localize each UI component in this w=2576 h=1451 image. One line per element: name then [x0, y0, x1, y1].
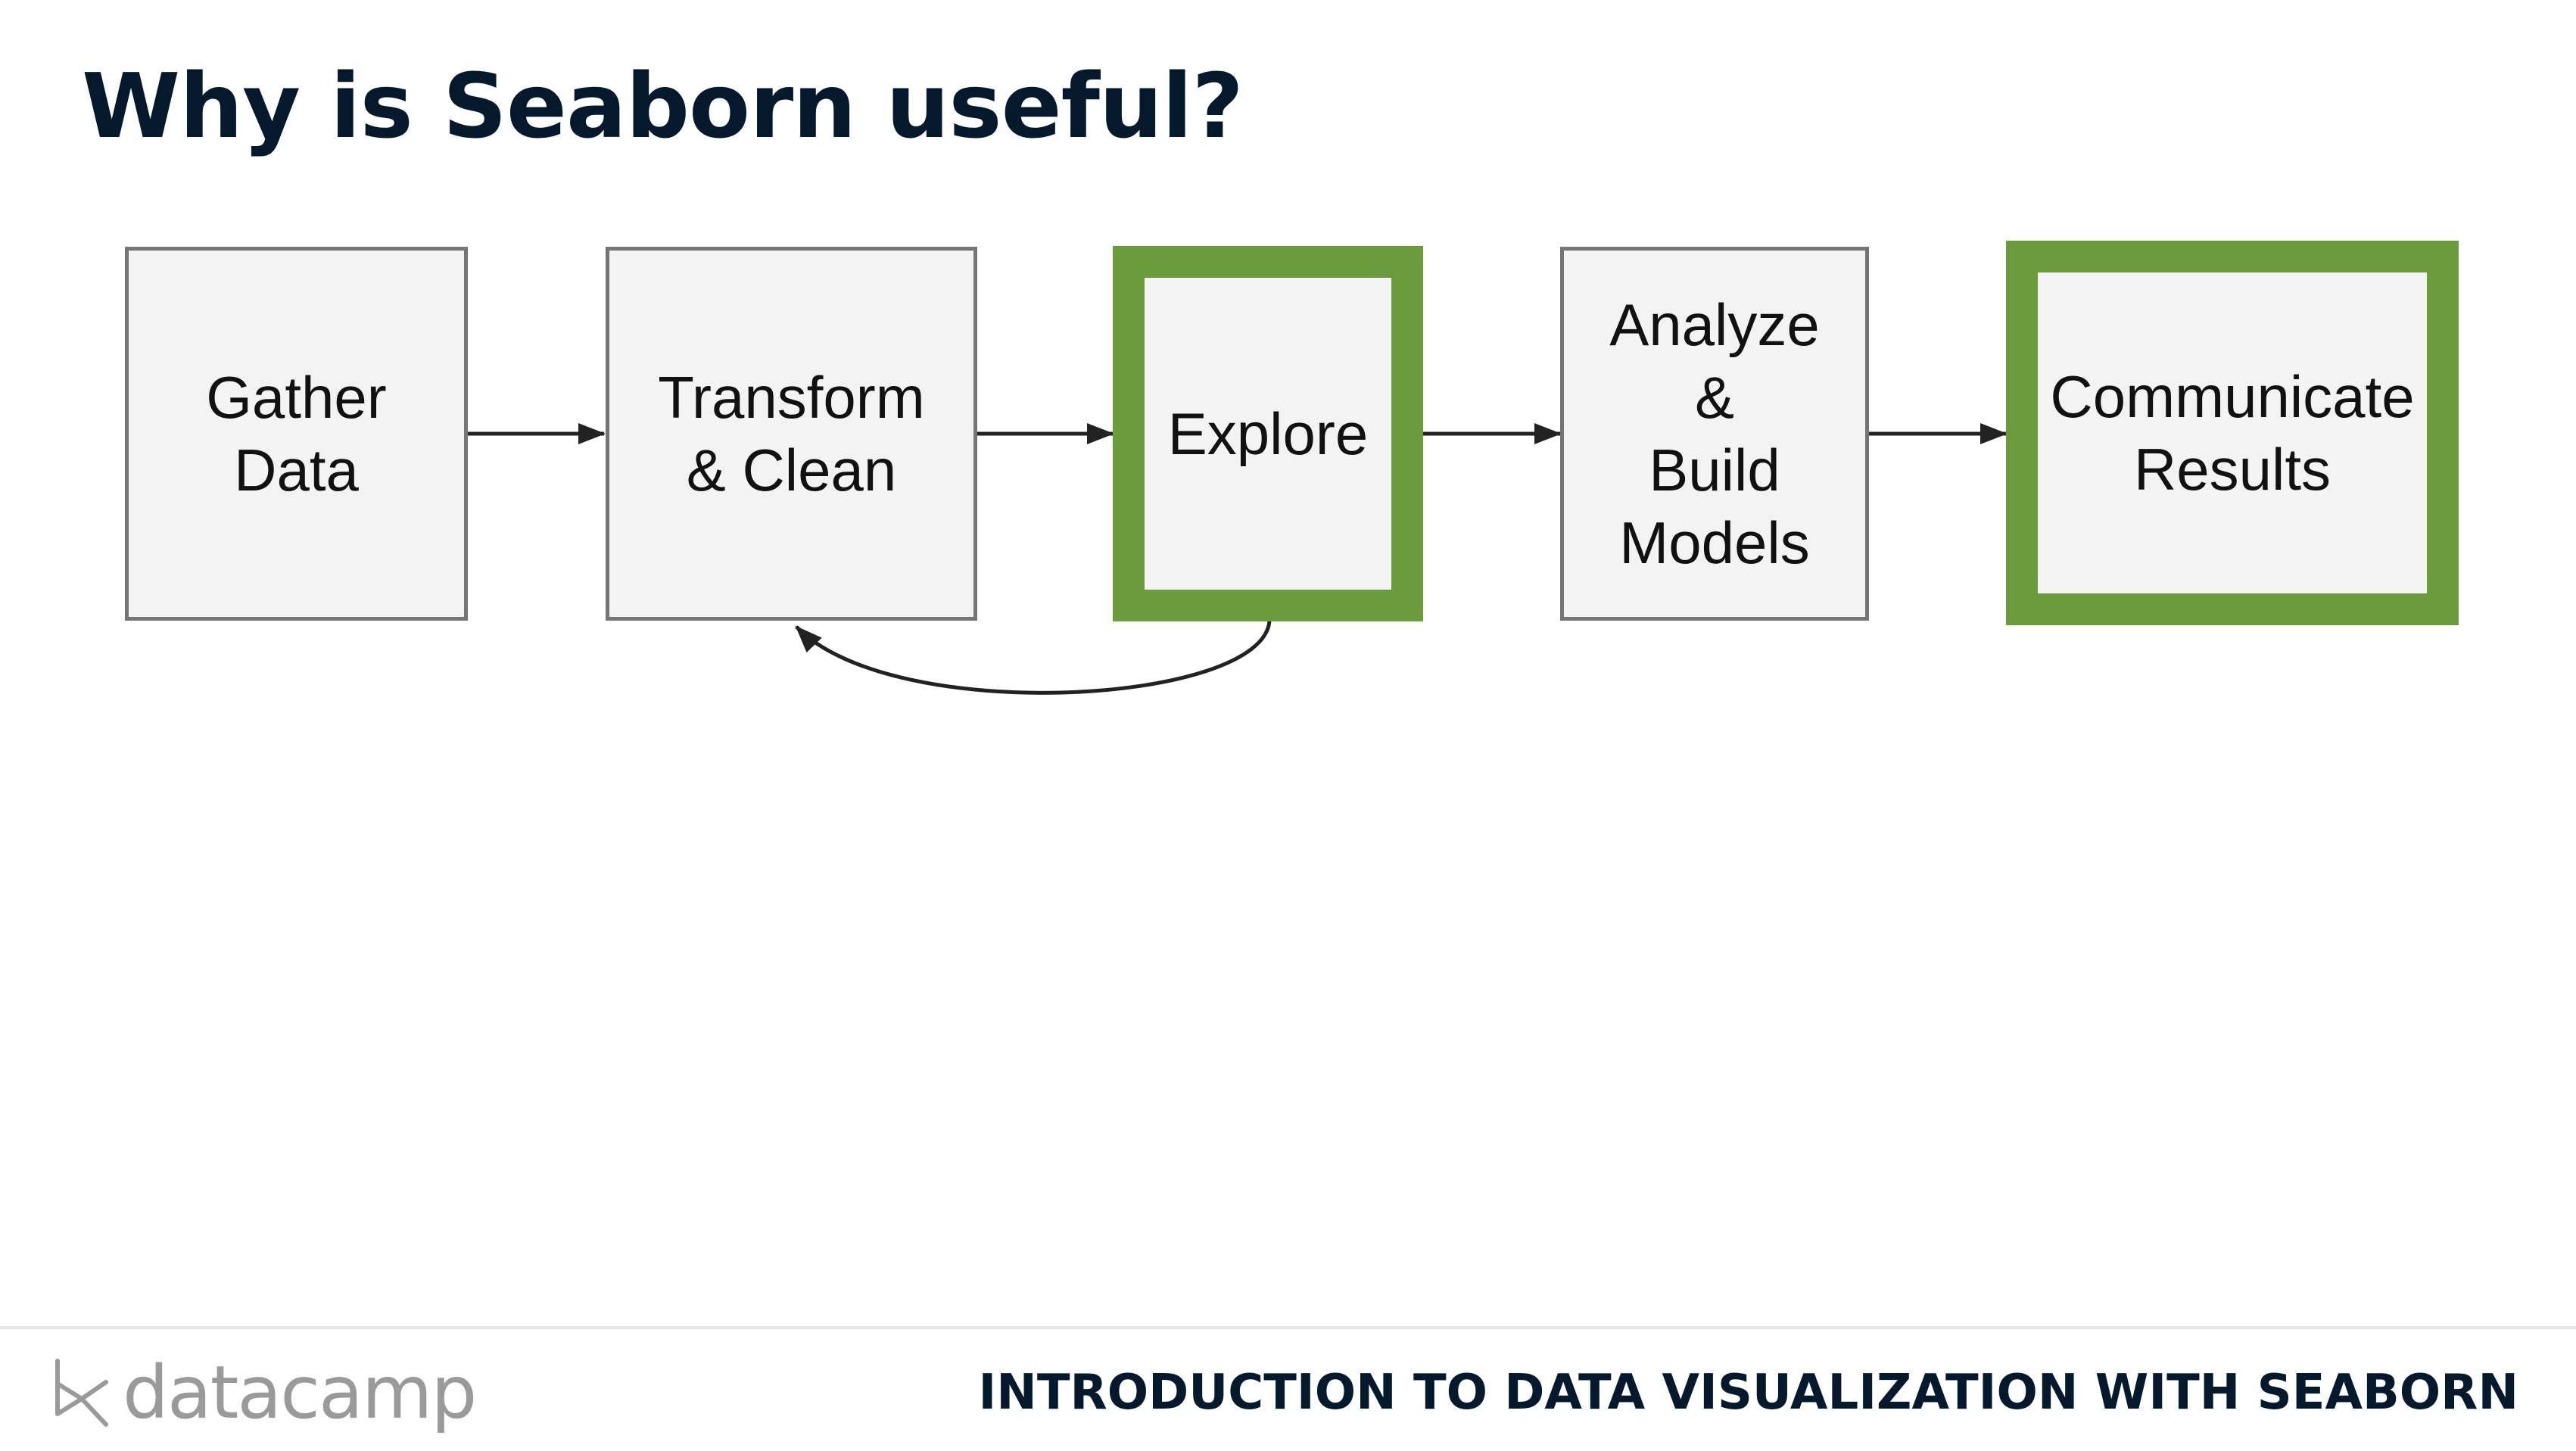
step-explore: Explore — [1113, 246, 1423, 621]
step-label-line: Communicate — [2050, 363, 2415, 430]
arrow-explore-back-to-transform — [795, 620, 1272, 695]
brand-name: datacamp — [123, 1350, 477, 1435]
footer-divider — [0, 1326, 2576, 1329]
step-label-line: Build — [1649, 437, 1780, 503]
datacamp-logo-icon — [55, 1359, 108, 1427]
step-label-line: Analyze — [1609, 291, 1820, 358]
step-label-line: Explore — [1167, 400, 1369, 467]
step-gather-data: Gather Data — [125, 247, 468, 621]
step-label-line: Gather — [206, 364, 387, 431]
datacamp-logo: datacamp — [51, 1347, 477, 1438]
step-label-line: Transform — [658, 364, 925, 431]
step-label-line: & — [1694, 364, 1735, 431]
step-analyze-build-models: Analyze & Build Models — [1560, 247, 1869, 621]
step-transform-clean: Transform & Clean — [606, 247, 977, 621]
step-label-line: & Clean — [686, 437, 897, 503]
course-title: INTRODUCTION TO DATA VISUALIZATION WITH … — [978, 1365, 2518, 1421]
step-label-line: Results — [2133, 436, 2331, 503]
step-communicate-results: Communicate Results — [2006, 241, 2459, 625]
step-label-line: Models — [1619, 509, 1810, 576]
slide-title: Why is Seaborn useful? — [82, 54, 1244, 158]
diagram-connectors — [467, 423, 2008, 695]
step-label-line: Data — [234, 437, 359, 503]
